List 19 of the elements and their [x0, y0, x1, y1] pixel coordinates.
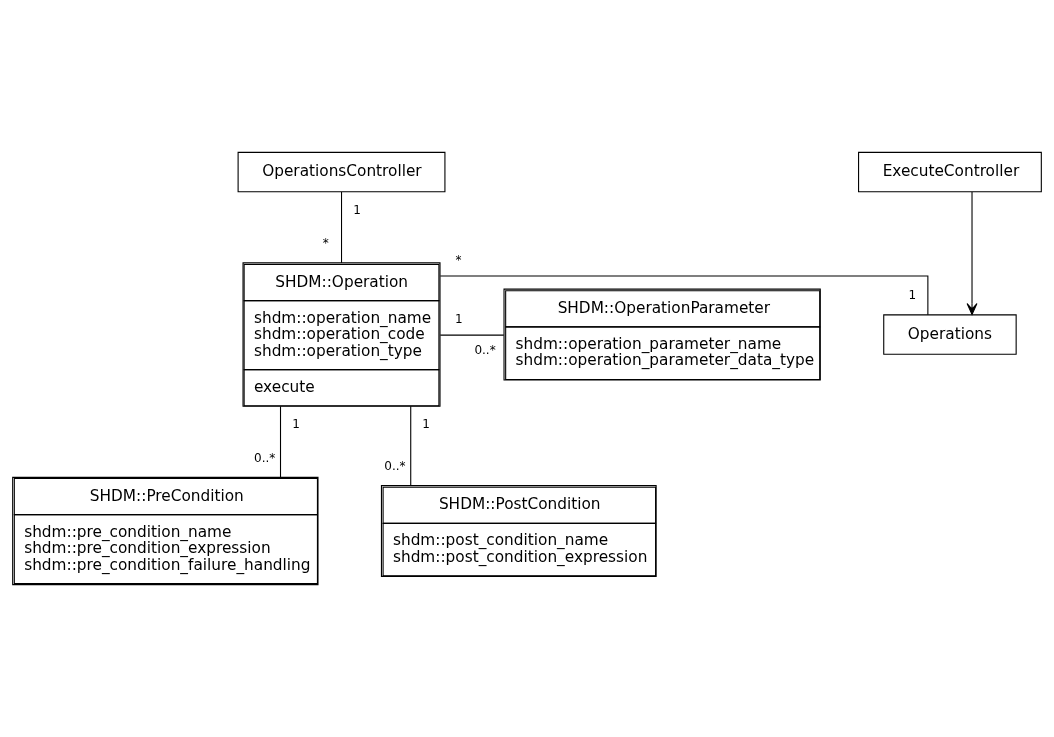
node-box: OperationsController [237, 151, 446, 193]
arrow [966, 191, 978, 316]
connector [439, 334, 505, 336]
connector [340, 191, 343, 264]
label: 1 [908, 288, 917, 303]
label: 1 [292, 416, 300, 431]
connector [410, 405, 412, 486]
label: 1 [422, 416, 431, 431]
node-box: Operations [883, 314, 1017, 355]
label: 0..* [474, 342, 496, 357]
connector [279, 405, 282, 478]
label: * [455, 252, 462, 267]
node-box: ExecuteController [858, 151, 1042, 193]
label: 1 [454, 311, 463, 326]
label: 1 [353, 202, 361, 217]
label: 0..* [254, 450, 276, 465]
connector [439, 275, 929, 316]
label: 0..* [384, 459, 406, 474]
label: * [322, 236, 329, 251]
